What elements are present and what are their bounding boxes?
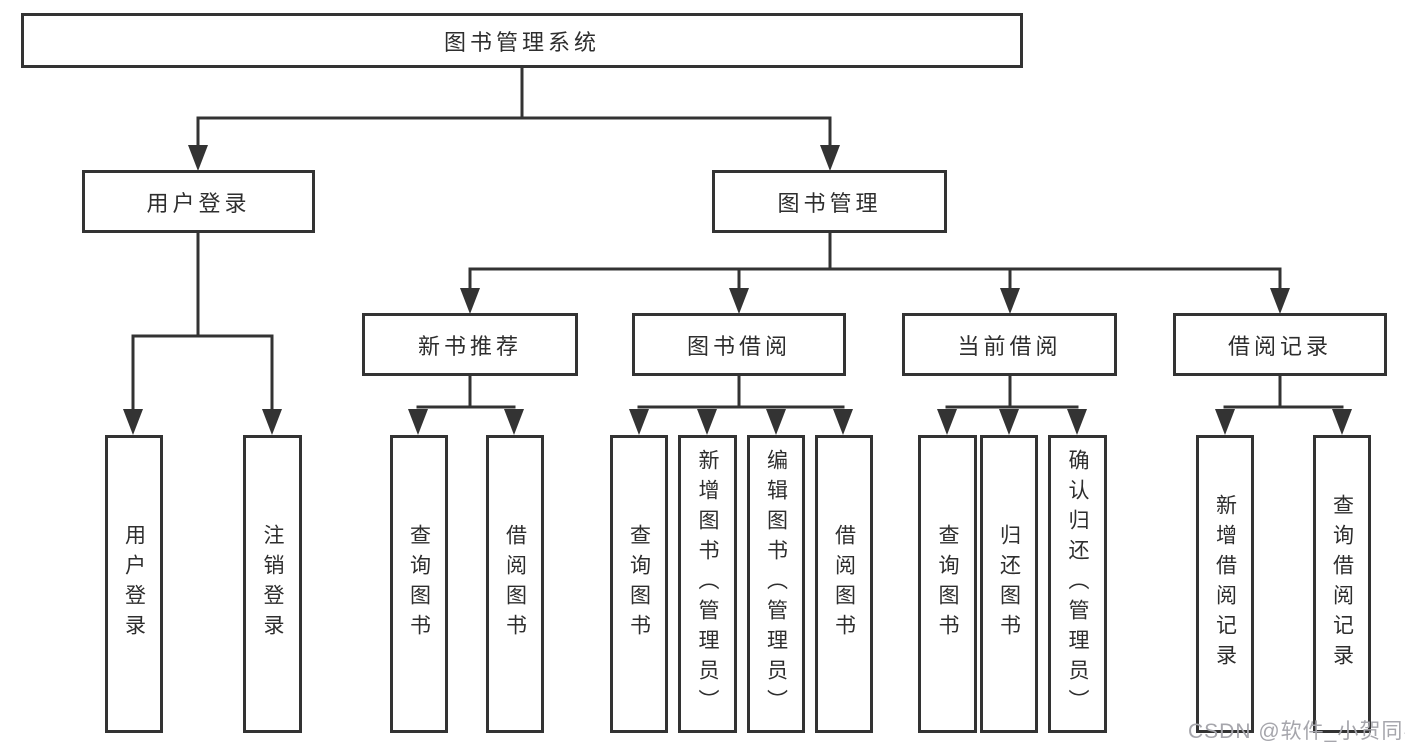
node-label: 确认归还（管理员） xyxy=(1066,449,1089,719)
node-label: 用户登录 xyxy=(146,190,251,216)
node-label: 新书推荐 xyxy=(417,333,522,359)
node-book-management-branch: 图书管理 xyxy=(712,170,947,233)
node-borrowing-records: 借阅记录 xyxy=(1173,313,1387,376)
node-label: 借阅记录 xyxy=(1227,333,1332,359)
node-label: 图书借阅 xyxy=(686,333,791,359)
node-label: 当前借阅 xyxy=(957,333,1062,359)
node-label: 注销登录 xyxy=(261,524,284,644)
node-label: 新增图书（管理员） xyxy=(696,449,719,719)
node-label: 查询图书 xyxy=(407,524,431,644)
leaf-borrow-books-recommend: 借阅图书 xyxy=(486,435,544,733)
leaf-query-books-current: 查询图书 xyxy=(918,435,977,733)
node-label: 借阅图书 xyxy=(503,524,527,644)
leaf-query-books-borrowing: 查询图书 xyxy=(610,435,668,733)
leaf-return-books: 归还图书 xyxy=(980,435,1038,733)
node-label: 编辑图书（管理员） xyxy=(764,449,788,719)
node-user-login-branch: 用户登录 xyxy=(82,170,315,233)
leaf-user-login: 用户登录 xyxy=(105,435,163,733)
leaf-borrow-books: 借阅图书 xyxy=(815,435,873,733)
leaf-query-books-recommend: 查询图书 xyxy=(390,435,448,733)
node-current-borrowing: 当前借阅 xyxy=(902,313,1117,376)
leaf-query-borrow-record: 查询借阅记录 xyxy=(1313,435,1371,733)
node-label: 用户登录 xyxy=(122,524,146,644)
node-label: 图书管理 xyxy=(777,190,882,216)
node-label: 查询图书 xyxy=(627,524,651,644)
node-label: 图书管理系统 xyxy=(443,29,600,55)
node-label: 归还图书 xyxy=(997,524,1021,644)
node-label: 借阅图书 xyxy=(832,524,856,644)
leaf-add-books-admin: 新增图书（管理员） xyxy=(678,435,737,733)
leaf-logout: 注销登录 xyxy=(243,435,302,733)
node-label: 查询图书 xyxy=(936,524,959,644)
node-book-borrowing: 图书借阅 xyxy=(632,313,846,376)
csdn-watermark: CSDN @软件_小贺同学 xyxy=(1188,720,1405,743)
node-library-management-system: 图书管理系统 xyxy=(21,13,1023,68)
node-new-book-recommendation: 新书推荐 xyxy=(362,313,578,376)
leaf-confirm-return-admin: 确认归还（管理员） xyxy=(1048,435,1107,733)
leaf-edit-books-admin: 编辑图书（管理员） xyxy=(747,435,805,733)
node-label: 查询借阅记录 xyxy=(1330,494,1354,674)
node-label: 新增借阅记录 xyxy=(1213,494,1237,674)
leaf-add-borrow-record: 新增借阅记录 xyxy=(1196,435,1254,733)
